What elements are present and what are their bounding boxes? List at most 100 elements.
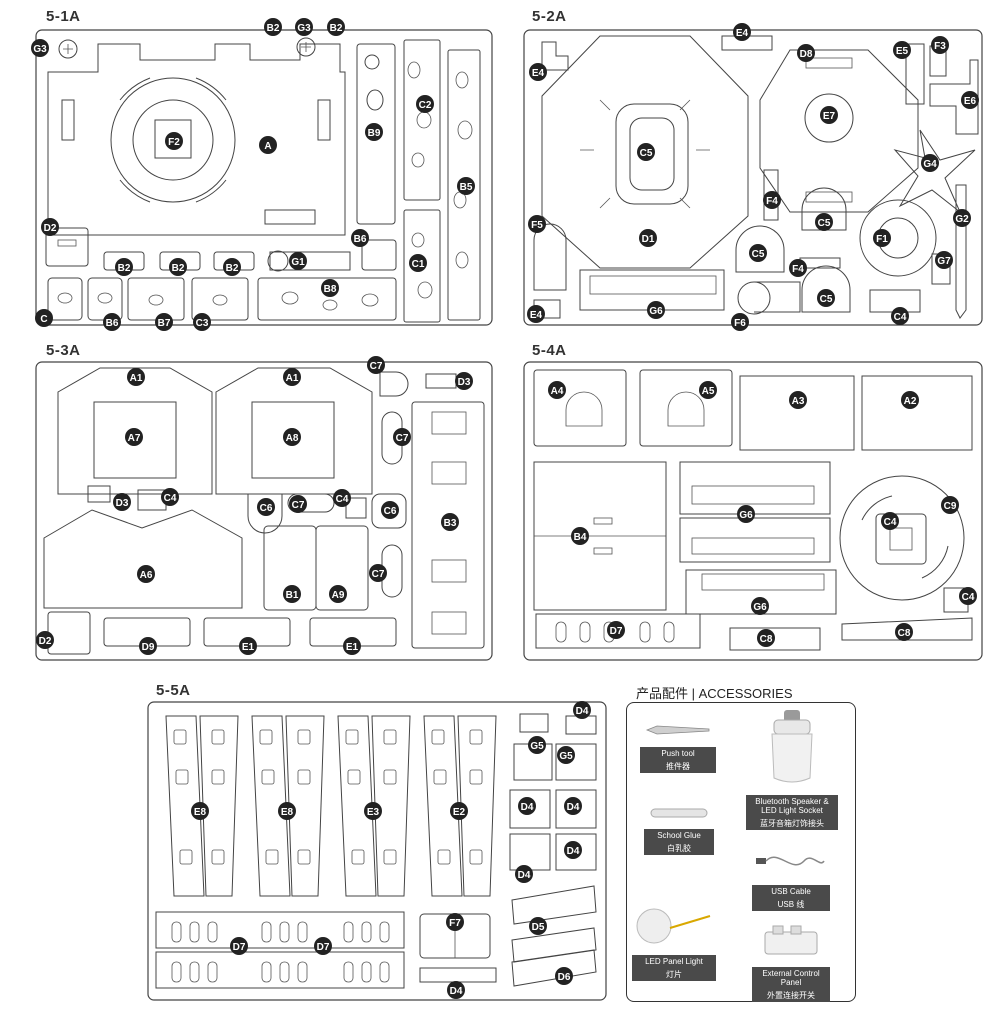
svg-text:D7: D7 — [610, 626, 623, 637]
svg-text:C5: C5 — [820, 294, 833, 305]
label-marker: G1 — [289, 252, 307, 270]
label-marker: D7 — [314, 937, 332, 955]
svg-text:B7: B7 — [158, 318, 171, 329]
label-marker: E4 — [529, 63, 547, 81]
svg-text:A9: A9 — [332, 590, 345, 601]
svg-text:B2: B2 — [330, 23, 343, 34]
label-marker: G5 — [557, 746, 575, 764]
label-marker: B3 — [441, 513, 459, 531]
svg-text:E4: E4 — [532, 68, 545, 79]
svg-text:E1: E1 — [346, 642, 359, 653]
label-marker: C7 — [367, 356, 385, 374]
svg-text:B6: B6 — [106, 318, 119, 329]
svg-text:F7: F7 — [449, 918, 461, 929]
accessory-label-en: Push tool — [640, 747, 716, 760]
label-marker: A2 — [901, 391, 919, 409]
svg-text:C5: C5 — [818, 218, 831, 229]
sheet-title-5-3a: 5-3A — [46, 342, 81, 359]
svg-text:D9: D9 — [142, 642, 155, 653]
label-marker: B4 — [571, 527, 589, 545]
label-marker: B6 — [103, 313, 121, 331]
label-marker: C7 — [289, 495, 307, 513]
svg-text:G3: G3 — [33, 44, 47, 55]
svg-text:B6: B6 — [354, 234, 367, 245]
accessory-school-glue: School Glue 白乳胶 — [644, 806, 714, 855]
svg-text:C7: C7 — [370, 361, 383, 372]
svg-text:E7: E7 — [823, 111, 836, 122]
svg-text:B2: B2 — [226, 263, 239, 274]
label-marker: D3 — [455, 372, 473, 390]
svg-text:G5: G5 — [530, 741, 544, 752]
label-marker: C7 — [369, 564, 387, 582]
svg-text:D7: D7 — [317, 942, 330, 953]
sheet-5-5a: D4 G5 G5 E8 E8 E3 E2 D4 D4 D4 D4 F7 D5 D… — [147, 701, 607, 1001]
label-marker: G2 — [953, 209, 971, 227]
svg-text:A2: A2 — [904, 396, 917, 407]
svg-text:C7: C7 — [396, 433, 409, 444]
sheet-5-1a: G3 B2 G3 B2 A F2 B9 C2 B5 D2 B6 C1 G1 B2… — [31, 18, 493, 331]
svg-text:B2: B2 — [172, 263, 185, 274]
svg-text:C: C — [40, 314, 47, 325]
label-marker: G3 — [31, 39, 49, 57]
accessory-label-cn: 外置连接开关 — [752, 989, 830, 1002]
speaker-socket-icon — [771, 710, 813, 783]
svg-text:F4: F4 — [766, 196, 778, 207]
svg-text:C8: C8 — [898, 628, 911, 639]
svg-text:B8: B8 — [324, 284, 337, 295]
svg-text:B5: B5 — [460, 182, 473, 193]
svg-text:E6: E6 — [964, 96, 977, 107]
label-marker: F2 — [165, 132, 183, 150]
sheet-title-5-2a: 5-2A — [532, 8, 567, 25]
label-marker: A7 — [125, 428, 143, 446]
svg-text:D2: D2 — [39, 636, 52, 647]
label-marker: A9 — [329, 585, 347, 603]
control-panel-icon — [764, 925, 818, 955]
accessory-label-en: Bluetooth Speaker & LED Light Socket — [746, 795, 838, 817]
sheet-5-2a: E4 E4 E5 F3 D8 E6 E7 C5 G4 F4 C5 D1 F1 G… — [523, 23, 983, 331]
label-marker: A8 — [283, 428, 301, 446]
svg-text:C1: C1 — [412, 259, 425, 270]
svg-text:F5: F5 — [531, 220, 543, 231]
label-marker: C6 — [257, 498, 275, 516]
svg-text:D5: D5 — [532, 922, 545, 933]
label-marker: D9 — [139, 637, 157, 655]
usb-cable-icon — [756, 856, 825, 866]
label-marker: F1 — [873, 229, 891, 247]
label-marker: B2 — [327, 18, 345, 36]
sheet-title-5-4a: 5-4A — [532, 342, 567, 359]
svg-text:D4: D4 — [567, 802, 580, 813]
svg-text:E5: E5 — [896, 46, 909, 57]
sheet-title-5-1a: 5-1A — [46, 8, 81, 25]
label-marker: C3 — [193, 313, 211, 331]
svg-text:G6: G6 — [739, 510, 753, 521]
svg-text:C5: C5 — [752, 249, 765, 260]
label-marker: A5 — [699, 381, 717, 399]
label-marker: D6 — [555, 967, 573, 985]
label-marker: A4 — [548, 381, 566, 399]
svg-text:A1: A1 — [286, 373, 299, 384]
label-marker: E2 — [450, 802, 468, 820]
label-marker: D4 — [564, 841, 582, 859]
label-marker: G3 — [295, 18, 313, 36]
accessory-push-tool: Push tool 推件器 — [640, 722, 716, 773]
label-marker: E5 — [893, 41, 911, 59]
label-marker: C7 — [393, 428, 411, 446]
label-marker: D4 — [447, 981, 465, 999]
label-marker: B9 — [365, 123, 383, 141]
svg-text:B2: B2 — [267, 23, 280, 34]
svg-text:D4: D4 — [518, 870, 531, 881]
accessory-label-en: External Control Panel — [752, 967, 830, 989]
label-marker: B2 — [169, 258, 187, 276]
label-marker: G4 — [921, 154, 939, 172]
label-marker: A — [259, 136, 277, 154]
svg-text:G2: G2 — [955, 214, 969, 225]
accessory-label-cn: 推件器 — [640, 760, 716, 773]
label-marker: F3 — [931, 36, 949, 54]
svg-text:E2: E2 — [453, 807, 466, 818]
label-marker: C8 — [895, 623, 913, 641]
svg-text:D6: D6 — [558, 972, 571, 983]
svg-text:D4: D4 — [450, 986, 463, 997]
svg-text:G3: G3 — [297, 23, 311, 34]
svg-text:C9: C9 — [944, 501, 957, 512]
label-marker: E8 — [278, 802, 296, 820]
